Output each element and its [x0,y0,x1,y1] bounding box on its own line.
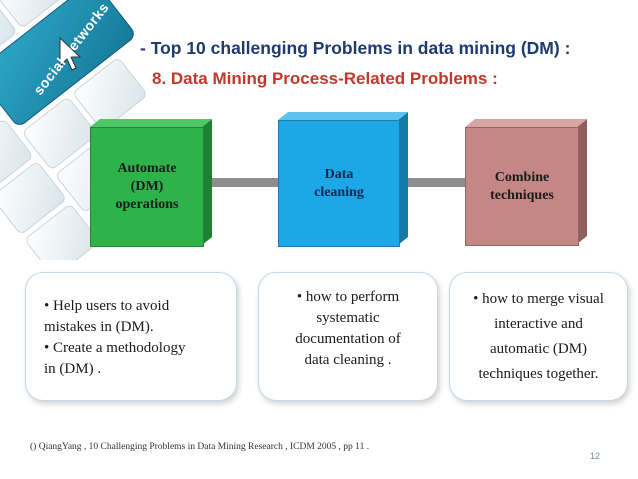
note-card-combine: • how to merge visual interactive and au… [449,272,628,401]
note-line: • Help users to avoid [44,298,170,314]
note-text: • Help users to avoid mistakes in (DM). … [44,296,185,380]
note-line: techniques together. [478,366,599,382]
process-box-automate: Automate (DM) operations [90,127,204,247]
note-line: • how to perform [296,289,400,305]
process-box-data-cleaning-label: Data cleaning [314,166,364,202]
note-line: mistakes in (DM). [44,319,154,335]
slide-title: - Top 10 challenging Problems in data mi… [140,38,571,58]
note-card-automate: • Help users to avoid mistakes in (DM). … [25,272,237,401]
process-box-combine: Combine techniques [465,127,579,246]
box-line: Combine [494,169,550,185]
note-line: • Create a methodology [44,340,186,356]
process-box-data-cleaning: Data cleaning [278,120,400,247]
note-line: in (DM) . [44,361,102,377]
note-line: systematic [316,310,380,326]
box-line: (DM) [130,179,164,194]
process-box-combine-label: Combine techniques [490,169,554,205]
note-text: • how to merge visual interactive and au… [450,287,627,387]
process-box-automate-label: Automate (DM) operations [116,160,179,214]
note-text: • how to perform systematic documentatio… [259,287,437,371]
connector-1 [202,178,280,187]
box-line: Automate [117,161,177,176]
box-line: operations [115,197,179,212]
note-line: interactive and [494,316,583,332]
box-line: techniques [490,187,554,203]
box-depth-faces [90,112,587,245]
box-line: cleaning [314,184,364,200]
page-number: 12 [590,451,601,461]
note-line: documentation of [295,331,401,347]
box-line: Data [324,166,354,182]
note-line: automatic (DM) [489,341,588,357]
reference-footnote: () QiangYang , 10 Challenging Problems i… [30,442,370,452]
note-line: • how to merge visual [473,291,604,307]
note-card-data-cleaning: • how to perform systematic documentatio… [258,272,438,401]
note-line: data cleaning . [304,352,392,368]
connector-2 [398,178,468,187]
slide-subtitle: 8. Data Mining Process-Related Problems … [152,69,498,88]
